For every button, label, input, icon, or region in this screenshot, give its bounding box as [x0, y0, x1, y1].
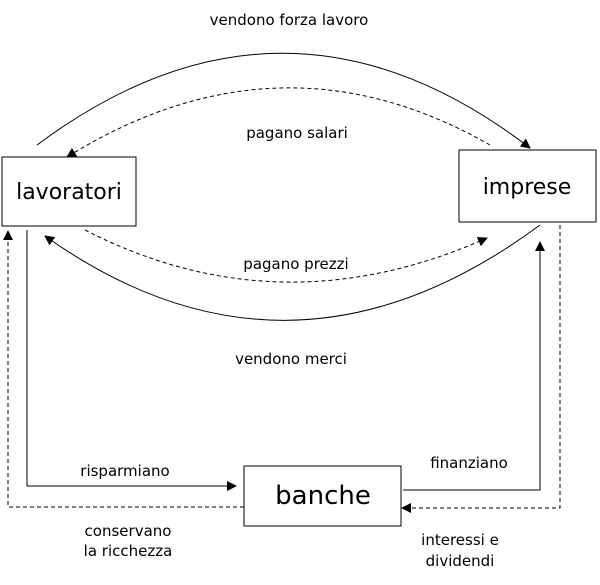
edge-interessi	[401, 225, 561, 513]
label-pagano-salari: pagano salari	[246, 124, 348, 142]
label-interessi-line2: dividendi	[426, 552, 495, 570]
edge-pagano-prezzi	[84, 229, 488, 283]
node-lavoratori: lavoratori	[1, 156, 137, 227]
node-banche: banche	[243, 465, 402, 527]
node-banche-label: banche	[275, 481, 371, 511]
edge-risparmiano	[26, 230, 237, 491]
label-finanziano: finanziano	[430, 454, 508, 472]
edge-pagano-salari	[66, 87, 491, 158]
label-pagano-prezzi: pagano prezzi	[243, 255, 348, 273]
label-conservano-line2: la ricchezza	[84, 542, 173, 560]
label-interessi-line1: interessi e	[421, 531, 499, 549]
label-vendono-forza-lavoro: vendono forza lavoro	[210, 11, 369, 29]
label-conservano-line1: conservano	[85, 522, 172, 540]
label-vendono-merci: vendono merci	[235, 350, 347, 368]
edge-vendono-merci	[44, 224, 541, 321]
node-imprese-label: imprese	[483, 175, 572, 200]
node-imprese: imprese	[458, 149, 597, 223]
label-risparmiano: risparmiano	[80, 462, 169, 480]
edge-vendono-forza-lavoro	[36, 52, 531, 149]
node-lavoratori-label: lavoratori	[16, 180, 122, 205]
edge-conservano	[2, 230, 244, 508]
edge-finanziano	[403, 241, 545, 491]
